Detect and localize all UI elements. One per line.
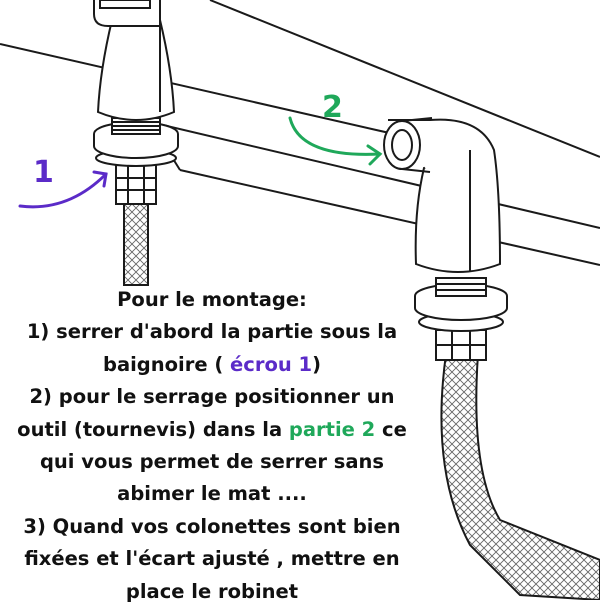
part-2-highlight: partie 2 [288, 417, 376, 441]
bathtub-ledge [0, 0, 600, 266]
step-2-line-c: qui vous permet de serrer sans [39, 450, 385, 474]
callout-label-2: 2 [322, 90, 343, 125]
step-1-line-b: baignoire ( écrou 1) [0, 349, 424, 381]
callout-1-arrow [18, 170, 108, 209]
step-1-line-a: 1) serrer d'abord la partie sous la [26, 320, 398, 344]
step-1-line-b-start: baignoire ( [102, 352, 231, 376]
left-column [93, 0, 179, 286]
instructions-heading: Pour le montage: [117, 288, 307, 311]
step-2-line-b-end: ce [375, 417, 407, 441]
step-2-line-b-start: outil (tournevis) dans la [17, 417, 289, 441]
mounting-instructions: Pour le montage: 1) serrer d'abord la pa… [0, 284, 424, 608]
step-3-line-b: fixées et l'écart ajusté , mettre en [24, 547, 400, 571]
right-column [383, 117, 600, 600]
step-3-line-c: place le robinet [125, 579, 299, 603]
step-3-line-a: 3) Quand vos colonettes sont bien [23, 514, 401, 538]
nut-1-highlight: écrou 1 [230, 352, 313, 376]
callout-label-1: 1 [33, 155, 54, 190]
step-1-line-b-end: ) [312, 352, 322, 376]
step-2-line-b: outil (tournevis) dans la partie 2 ce [0, 414, 424, 446]
step-2-line-a: 2) pour le serrage positionner un [29, 385, 395, 409]
step-2-line-d: abimer le mat .... [117, 482, 307, 506]
callout-2-arrow [288, 116, 383, 166]
